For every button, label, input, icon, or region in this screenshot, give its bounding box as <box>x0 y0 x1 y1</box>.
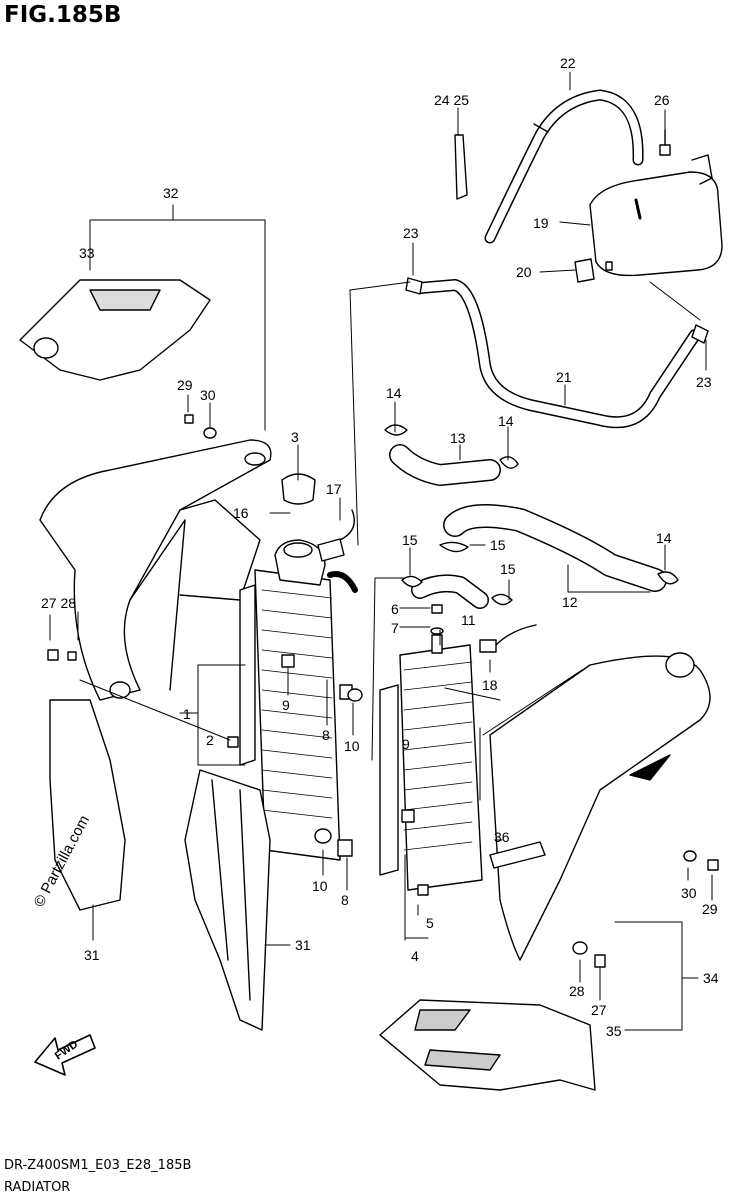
radiator-bracket <box>39 439 272 701</box>
part-label-15c: 15 <box>500 561 516 577</box>
hose-clamp-23 <box>405 277 423 295</box>
fwd-arrow <box>34 1034 96 1076</box>
reservoir-grommet <box>574 258 595 283</box>
part-label-16: 16 <box>233 505 249 521</box>
part-label-2: 2 <box>206 732 214 748</box>
part-label-7: 7 <box>391 620 399 636</box>
part-label-12: 12 <box>562 594 578 610</box>
collar-10b <box>314 828 332 844</box>
part-label-11: 11 <box>461 612 476 628</box>
part-label-28b: 28 <box>569 983 585 999</box>
shroud-cover-33 <box>19 279 211 381</box>
bolt-27b <box>594 954 606 968</box>
part-label-19: 19 <box>533 215 549 231</box>
part-label-15a: 15 <box>402 532 418 548</box>
part-label-26: 26 <box>654 92 670 108</box>
part-label-29a: 29 <box>177 377 193 393</box>
part-label-31b: 31 <box>295 937 311 953</box>
figure-title: FIG.185B <box>4 2 122 28</box>
part-label-34: 34 <box>703 970 719 986</box>
part-label-9b: 9 <box>402 736 410 752</box>
radiator-right <box>399 644 483 891</box>
shroud-graphic-35 <box>379 999 596 1091</box>
strip-36 <box>489 841 546 869</box>
part-label-9a: 9 <box>282 697 290 713</box>
part-label-27b: 27 <box>591 1002 607 1018</box>
reservoir-tank <box>589 171 723 277</box>
washer-28b <box>572 941 588 955</box>
figure-caption: RADIATOR <box>4 1180 71 1195</box>
collar-10 <box>347 688 363 702</box>
part-label-8b: 8 <box>341 892 349 908</box>
part-label-14a: 14 <box>386 385 402 401</box>
part-label-14b: 14 <box>498 413 514 429</box>
hose-clip-24-25 <box>454 134 468 200</box>
part-label-3: 3 <box>291 429 299 445</box>
part-label-6: 6 <box>391 601 399 617</box>
part-label-14c: 14 <box>656 530 672 546</box>
part-label-30b: 30 <box>681 885 697 901</box>
part-label-29b: 29 <box>702 901 718 917</box>
washer-30b <box>683 850 697 862</box>
part-label-17: 17 <box>326 481 342 497</box>
part-label-35: 35 <box>606 1023 622 1039</box>
hose-clamp-23b <box>691 324 709 344</box>
shroud-34 <box>489 655 711 961</box>
part-label-15b: 15 <box>490 537 506 553</box>
nut-5 <box>417 884 429 896</box>
model-code: DR-Z400SM1_E03_E28_185B <box>4 1158 192 1173</box>
bolt-26 <box>659 129 671 156</box>
radiator-cap <box>281 473 316 505</box>
thermo-switch <box>479 624 537 653</box>
washer-30 <box>203 427 217 439</box>
part-label-24-25: 24 25 <box>434 92 469 108</box>
nut-2 <box>227 736 239 748</box>
part-label-18: 18 <box>482 677 498 693</box>
part-label-8a: 8 <box>322 727 330 743</box>
grommet-8b <box>337 839 353 857</box>
part-label-20: 20 <box>516 264 532 280</box>
part-label-32: 32 <box>163 185 179 201</box>
part-label-21: 21 <box>556 369 572 385</box>
radiator-guard-right <box>184 769 271 1031</box>
part-label-13: 13 <box>450 430 466 446</box>
bolts-27-28 <box>47 649 77 661</box>
part-label-1: 1 <box>183 706 191 722</box>
part-label-36: 36 <box>494 829 510 845</box>
part-label-5: 5 <box>426 915 434 931</box>
bolt-6 <box>431 604 443 614</box>
part-label-23a: 23 <box>403 225 419 241</box>
part-label-22: 22 <box>560 55 576 71</box>
washer-7 <box>430 627 444 635</box>
part-label-10a: 10 <box>344 738 360 754</box>
part-label-33: 33 <box>79 245 95 261</box>
sensor-17 <box>317 538 345 562</box>
part-label-31a: 31 <box>84 947 100 963</box>
bolt-29 <box>184 414 194 424</box>
part-label-10b: 10 <box>312 878 328 894</box>
bolt-29b <box>707 859 719 871</box>
part-label-30a: 30 <box>200 387 216 403</box>
part-label-4: 4 <box>411 948 419 964</box>
part-label-27-28: 27 28 <box>41 595 76 611</box>
radiator-guard-left <box>49 699 126 911</box>
part-label-23b: 23 <box>696 374 712 390</box>
